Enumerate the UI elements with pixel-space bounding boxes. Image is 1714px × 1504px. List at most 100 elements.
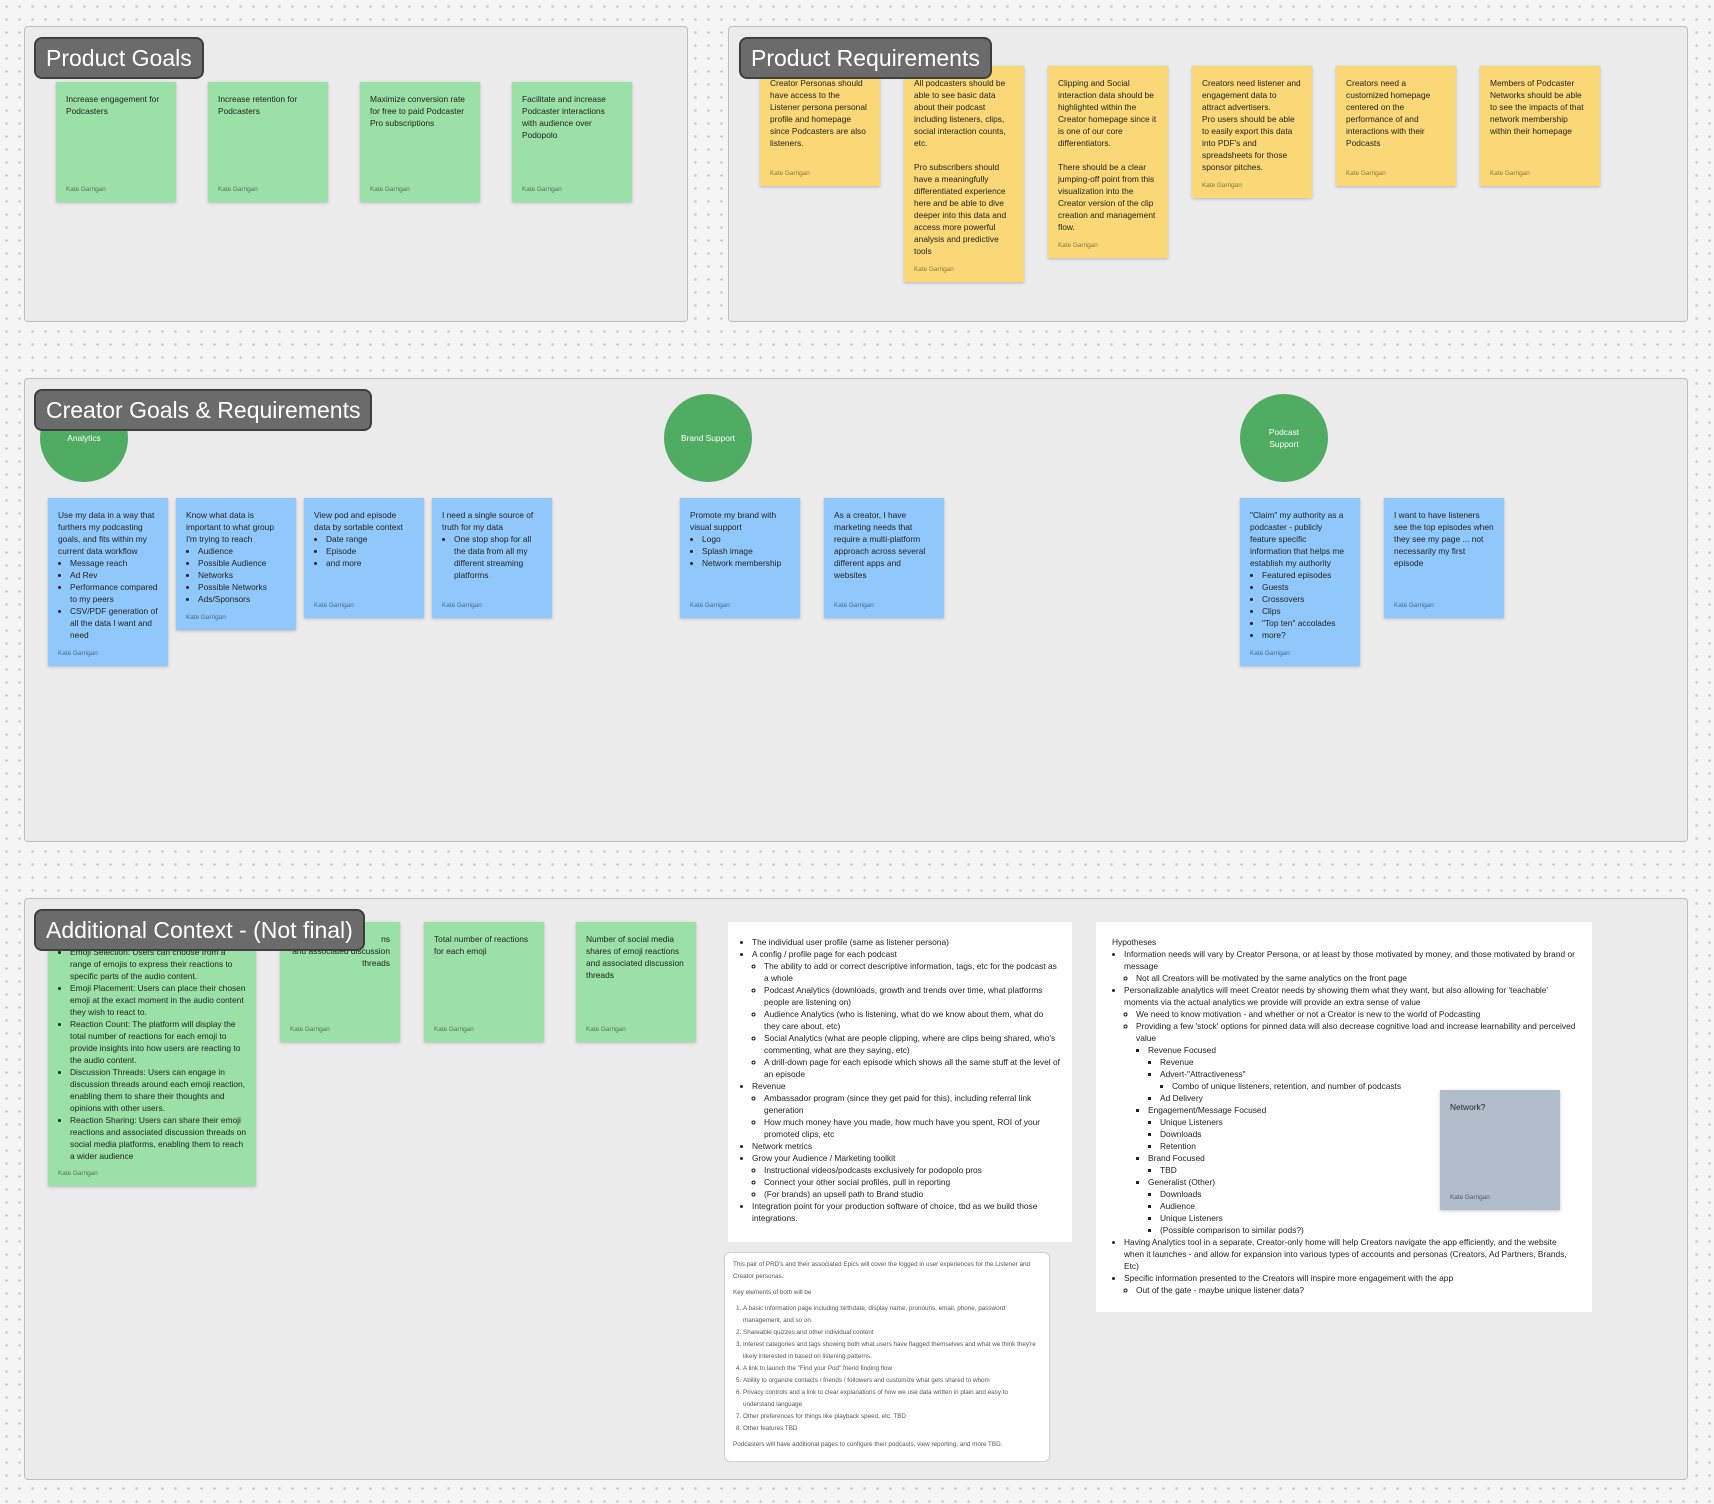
bullet-text: Revenue (1160, 1057, 1194, 1067)
sticky-list: One stop shop for all the data from all … (442, 533, 542, 581)
creator-sticky-sortable-context[interactable]: View pod and episode data by sortable co… (304, 498, 424, 618)
bullet-text: Retention (1160, 1141, 1196, 1151)
bullet-list: The individual user profile (same as lis… (740, 936, 1060, 1224)
bullet-item: Downloads (1160, 1128, 1576, 1140)
bullet-text: Podcast Analytics (downloads, growth and… (764, 985, 1043, 1007)
bullet-text: Specific information presented to the Cr… (1124, 1273, 1454, 1283)
bullet-text: Not all Creators will be motivated by th… (1136, 973, 1407, 983)
creator-sticky-data-workflow[interactable]: Use my data in a way that furthers my po… (48, 498, 168, 666)
sticky-author: Kate Garrigan (1250, 650, 1290, 657)
podcast-support-circle[interactable]: Podcast Support (1240, 394, 1328, 482)
bullet-item: Connect your other social profiles, pull… (764, 1176, 1060, 1188)
sticky-author: Kate Garrigan (434, 1026, 474, 1033)
requirement-sticky-6[interactable]: Members of Podcaster Networks should be … (1480, 66, 1600, 186)
requirement-sticky-3[interactable]: Clipping and Social interaction data sho… (1048, 66, 1168, 258)
bullet-list: The ability to add or correct descriptiv… (752, 960, 1060, 1080)
bullet-text: Combo of unique listeners, retention, an… (1172, 1081, 1402, 1091)
creator-sticky-marketing-needs[interactable]: As a creator, I have marketing needs tha… (824, 498, 944, 618)
additional-context-title: Additional Context - (Not final) (36, 911, 363, 949)
creator-sticky-know-data[interactable]: Know what data is important to what grou… (176, 498, 296, 630)
bullet-item: How much money have you made, how much h… (764, 1116, 1060, 1140)
bullet-text: A drill-down page for each episode which… (764, 1057, 1060, 1079)
bullet-item: Podcast Analytics (downloads, growth and… (764, 984, 1060, 1008)
bullet-item: RevenueAmbassador program (since they ge… (752, 1080, 1060, 1140)
sticky-author: Kate Garrigan (290, 1026, 330, 1033)
hypotheses-title: Hypotheses (1112, 937, 1157, 947)
sticky-author: Kate Garrigan (1058, 242, 1098, 249)
prd-doc[interactable]: This pair of PRD's and their associated … (724, 1252, 1050, 1462)
bullet-list: Instructional videos/podcasts exclusivel… (752, 1164, 1060, 1200)
bullet-text: Providing a few 'stock' options for pinn… (1136, 1021, 1576, 1043)
goal-sticky-1[interactable]: Increase engagement for Podcasters Kate … (56, 82, 176, 202)
goal-sticky-4[interactable]: Facilitate and increase Podcaster intera… (512, 82, 632, 202)
bullet-list: Not all Creators will be motivated by th… (1124, 972, 1576, 984)
bullet-item: The individual user profile (same as lis… (752, 936, 1060, 948)
sticky-author: Kate Garrigan (1202, 182, 1242, 189)
bullet-text: Connect your other social profiles, pull… (764, 1177, 951, 1187)
bullet-text: The ability to add or correct descriptiv… (764, 961, 1057, 983)
requirement-sticky-2[interactable]: All podcasters should be able to see bas… (904, 66, 1024, 282)
bullet-item: (Possible comparison to similar pods?) (1160, 1224, 1576, 1236)
prd-key-elements: A basic information page including birth… (733, 1303, 1041, 1435)
sticky-list: Message reach Ad Rev Performance compare… (58, 557, 158, 641)
bullet-list: TBD (1148, 1164, 1576, 1176)
sticky-author: Kate Garrigan (834, 602, 874, 609)
bullet-item: Revenue (1160, 1056, 1576, 1068)
sticky-author: Kate Garrigan (1450, 1194, 1490, 1201)
sticky-author: Kate Garrigan (1346, 170, 1386, 177)
context-sticky-network[interactable]: Network? Kate Garrigan (1440, 1090, 1560, 1210)
sticky-author: Kate Garrigan (58, 650, 98, 657)
creator-sticky-top-episodes[interactable]: I want to have listeners see the top epi… (1384, 498, 1504, 618)
sticky-author: Kate Garrigan (370, 186, 410, 193)
brand-support-circle[interactable]: Brand Support (664, 394, 752, 482)
bullet-text: The individual user profile (same as lis… (752, 937, 949, 947)
sticky-list: Logo Splash image Network membership (690, 533, 790, 569)
bullet-text: We need to know motivation - and whether… (1136, 1009, 1481, 1019)
bullet-text: Ambassador program (since they get paid … (764, 1093, 1032, 1115)
bullet-text: (For brands) an upsell path to Brand stu… (764, 1189, 924, 1199)
bullet-list: Revenue FocusedRevenueAdvert-"Attractive… (1136, 1044, 1576, 1236)
bullet-item: Out of the gate - maybe unique listener … (1136, 1284, 1576, 1296)
bullet-item: The ability to add or correct descriptiv… (764, 960, 1060, 984)
requirement-sticky-1[interactable]: Creator Personas should have access to t… (760, 66, 880, 186)
bullet-list: Ambassador program (since they get paid … (752, 1092, 1060, 1140)
bullet-text: Audience Analytics (who is listening, wh… (764, 1009, 1044, 1031)
bullet-item: Unique Listeners (1160, 1212, 1576, 1224)
creator-profile-doc[interactable]: The individual user profile (same as lis… (728, 922, 1072, 1242)
creator-sticky-claim-authority[interactable]: "Claim" my authority as a podcaster - pu… (1240, 498, 1360, 666)
sticky-author: Kate Garrigan (586, 1026, 626, 1033)
sticky-author: Kate Garrigan (218, 186, 258, 193)
sticky-author: Kate Garrigan (770, 170, 810, 177)
sticky-author: Kate Garrigan (1394, 602, 1434, 609)
bullet-item: Not all Creators will be motivated by th… (1136, 972, 1576, 984)
bullet-item: Instructional videos/podcasts exclusivel… (764, 1164, 1060, 1176)
context-sticky-social-shares[interactable]: Number of social media shares of emoji r… (576, 922, 696, 1042)
bullet-text: Information needs will vary by Creator P… (1124, 949, 1575, 971)
bullet-list: DownloadsAudienceUnique Listeners(Possib… (1148, 1188, 1576, 1236)
bullet-text: Network metrics (752, 1141, 813, 1151)
sticky-author: Kate Garrigan (914, 266, 954, 273)
goal-sticky-3[interactable]: Maximize conversion rate for free to pai… (360, 82, 480, 202)
creator-sticky-single-source[interactable]: I need a single source of truth for my d… (432, 498, 552, 618)
context-sticky-total-reactions[interactable]: Total number of reactions for each emoji… (424, 922, 544, 1042)
bullet-text: Revenue Focused (1148, 1045, 1216, 1055)
bullet-item: Social Analytics (what are people clippi… (764, 1032, 1060, 1056)
bullet-list: We need to know motivation - and whether… (1124, 1008, 1576, 1236)
bullet-text: Out of the gate - maybe unique listener … (1136, 1285, 1305, 1295)
creator-goals-title: Creator Goals & Requirements (36, 391, 371, 429)
product-goals-title: Product Goals (36, 39, 202, 77)
context-sticky-emoji-features[interactable]: Emoji Selection: Users can choose from a… (48, 922, 256, 1186)
requirement-sticky-5[interactable]: Creators need a customized homepage cent… (1336, 66, 1456, 186)
bullet-list: Out of the gate - maybe unique listener … (1124, 1284, 1576, 1296)
bullet-item: A drill-down page for each episode which… (764, 1056, 1060, 1080)
bullet-text: TBD (1160, 1165, 1177, 1175)
sticky-author: Kate Garrigan (58, 1170, 98, 1177)
goal-sticky-2[interactable]: Increase retention for Podcasters Kate G… (208, 82, 328, 202)
bullet-text: Brand Focused (1148, 1153, 1205, 1163)
requirement-sticky-4[interactable]: Creators need listener and engagement da… (1192, 66, 1312, 198)
creator-sticky-promote-brand[interactable]: Promote my brand with visual support Log… (680, 498, 800, 618)
bullet-item: Information needs will vary by Creator P… (1124, 948, 1576, 984)
sticky-author: Kate Garrigan (522, 186, 562, 193)
bullet-text: Audience (1160, 1201, 1195, 1211)
